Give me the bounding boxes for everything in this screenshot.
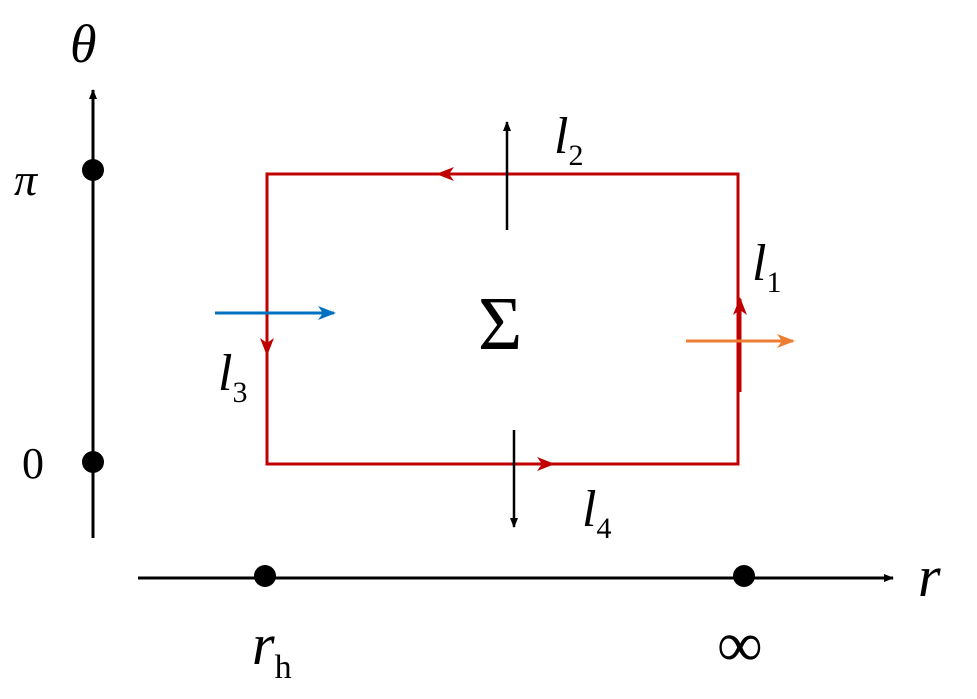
theta-tick-zero-dot	[82, 451, 104, 473]
l2-symbol: l	[554, 108, 568, 165]
l3-index: 3	[232, 376, 247, 409]
theta-tick-pi-dot	[82, 159, 104, 181]
l1-label: l1	[752, 235, 781, 299]
r-horizon-symbol: r	[252, 612, 275, 677]
l3-label: l3	[218, 345, 247, 409]
l4-index: 4	[596, 512, 611, 545]
r-tick-infinity-dot	[733, 565, 755, 587]
l2-label: l2	[554, 108, 583, 172]
r-axis-label: r	[918, 544, 941, 609]
region-label: Σ	[478, 282, 522, 366]
r-horizon-subscript: h	[275, 649, 292, 686]
r-tick-horizon-label: rh	[252, 612, 292, 686]
l1-index: 1	[766, 266, 781, 299]
r-tick-horizon-dot	[254, 565, 276, 587]
theta-axis-label: θ	[70, 14, 97, 74]
theta-tick-zero-label: 0	[22, 439, 44, 488]
theta-tick-pi-label: π	[14, 154, 39, 205]
l4-label: l4	[582, 481, 611, 545]
l1-symbol: l	[752, 235, 766, 292]
r-tick-infinity-label: ∞	[717, 609, 763, 680]
l2-index: 2	[568, 139, 583, 172]
l3-symbol: l	[218, 345, 232, 402]
l4-symbol: l	[582, 481, 596, 538]
